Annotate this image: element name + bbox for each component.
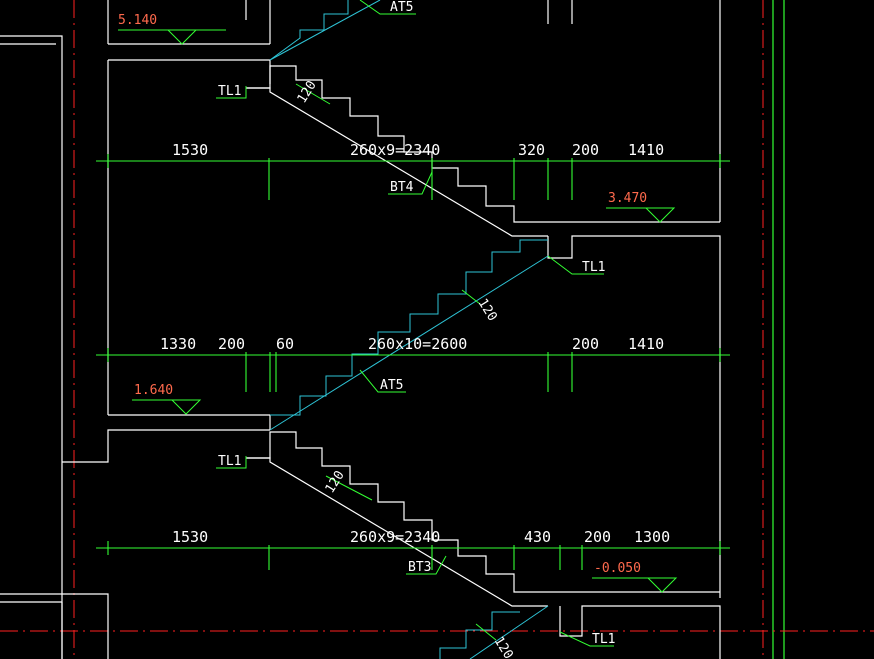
elevation-markers bbox=[118, 29, 678, 593]
label-tl1-a: TL1 bbox=[218, 84, 241, 99]
elevation-3470: 3.470 bbox=[608, 191, 647, 206]
elevation-1640: 1.640 bbox=[134, 383, 173, 398]
dim-row3-1530: 1530 bbox=[172, 528, 208, 546]
label-leaders bbox=[216, 0, 614, 647]
dim-row1-260x9: 260x9=2340 bbox=[350, 141, 440, 159]
elevation-minus0050: -0.050 bbox=[594, 561, 641, 576]
label-tl1-b: TL1 bbox=[582, 260, 605, 275]
dim-row1-1410: 1410 bbox=[628, 141, 664, 159]
dimension-lines bbox=[96, 154, 730, 570]
dim-row2-200b: 200 bbox=[572, 335, 599, 353]
walls-and-stairs bbox=[0, 0, 721, 659]
dim-row3-430: 430 bbox=[524, 528, 551, 546]
label-at5-mid: AT5 bbox=[380, 378, 403, 393]
label-bt4: BT4 bbox=[390, 180, 414, 195]
dim-row2-200a: 200 bbox=[218, 335, 245, 353]
frame-border bbox=[772, 0, 785, 659]
dim-row3-1300: 1300 bbox=[634, 528, 670, 546]
dim-row3-260x9: 260x9=2340 bbox=[350, 528, 440, 546]
label-at5-top: AT5 bbox=[390, 0, 413, 15]
dim-row2-1330: 1330 bbox=[160, 335, 196, 353]
stair-hidden-lines bbox=[269, 0, 549, 659]
label-tl1-d: TL1 bbox=[592, 632, 615, 647]
dim-row2-60: 60 bbox=[276, 335, 294, 353]
label-tl1-c: TL1 bbox=[218, 454, 241, 469]
dim-row1-320: 320 bbox=[518, 141, 545, 159]
dim-row2-1410: 1410 bbox=[628, 335, 664, 353]
elevation-5140: 5.140 bbox=[118, 13, 157, 28]
label-bt3: BT3 bbox=[408, 560, 431, 575]
dim-row2-260x10: 260x10=2600 bbox=[368, 335, 467, 353]
dim-row1-1530: 1530 bbox=[172, 141, 208, 159]
dim-row3-200: 200 bbox=[584, 528, 611, 546]
dim-row1-200: 200 bbox=[572, 141, 599, 159]
